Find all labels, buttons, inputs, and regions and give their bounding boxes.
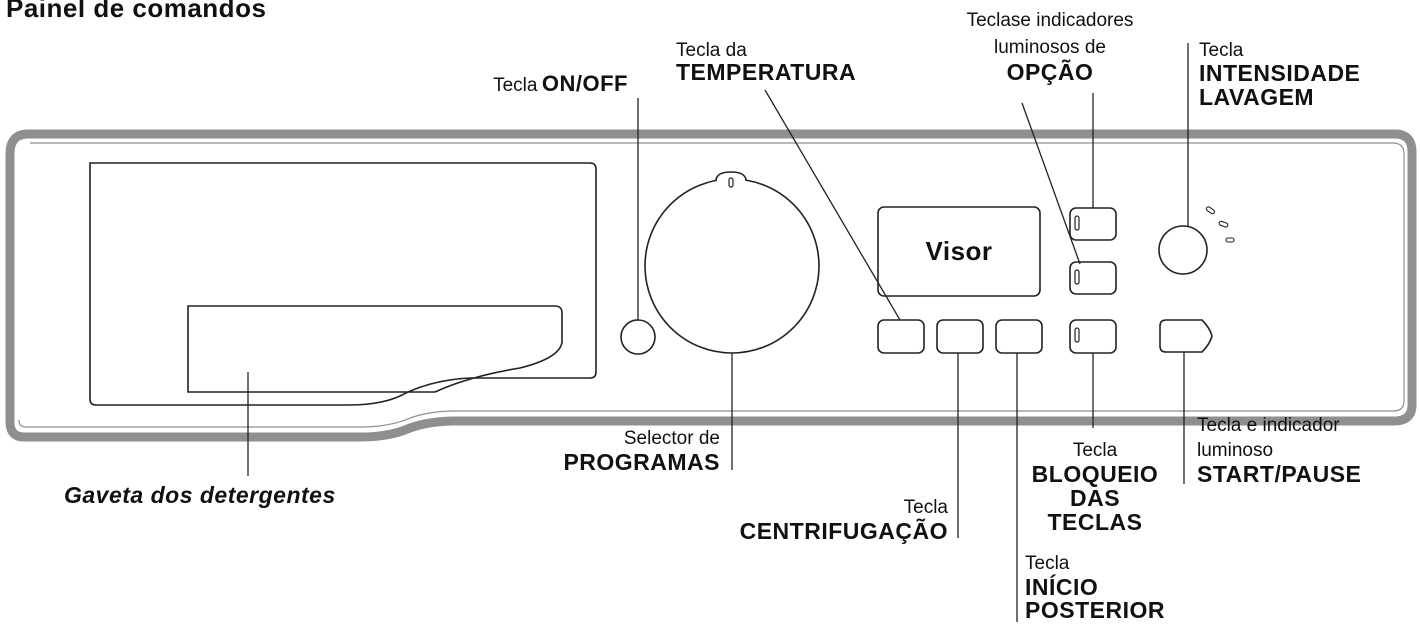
option-button-1 [1069,207,1117,241]
intensity-led-3 [1225,237,1235,243]
label-temperatura-bold: TEMPERATURA [676,59,857,85]
key-lock-button [1069,319,1117,354]
option-button-2 [1069,261,1117,295]
page-title: Painel de comandos [6,0,267,23]
label-intensidade-light: Tecla [1199,40,1244,61]
label-temperatura-light: Tecla da [676,40,747,61]
label-opcao-bold: OPÇÃO [1006,59,1094,85]
label-bloqueio-bold-2: DAS [1069,485,1121,511]
knob-marker [728,177,734,188]
intensity-knob [1158,225,1208,275]
label-selector-light: Selector de [623,428,720,449]
intensity-led-1 [1205,206,1216,215]
detergent-drawer [89,162,597,406]
label-intensidade-bold-1: INTENSIDADE [1199,60,1361,86]
option-led-2 [1074,269,1080,285]
label-start-light-2: luminoso [1197,440,1274,461]
temperature-button [877,319,925,354]
detergent-drawer-handle [187,305,563,393]
label-bloqueio-light: Tecla [1072,440,1118,461]
option-led-1 [1074,215,1080,231]
label-opcao-light-1: Teclase indicadores [966,10,1134,31]
label-opcao-light-2: luminosos de [994,37,1106,58]
leader-temperatura [764,89,901,321]
label-on-off-bold: ON/OFF [541,71,628,96]
label-start-light-1: Tecla e indicador [1197,415,1340,436]
label-centrifugacao-light: Tecla [903,497,948,518]
on-off-button [620,319,656,355]
label-on-off: Tecla ON/OFF [400,72,628,97]
program-selector-knob [644,178,820,354]
spin-button [936,319,984,354]
knob-notch [715,171,747,182]
delay-start-button [995,319,1043,354]
label-gaveta: Gaveta dos detergentes [64,482,336,508]
key-lock-led [1074,327,1080,343]
label-start-bold: START/PAUSE [1197,461,1362,487]
label-centrifugacao-bold: CENTRIFUGAÇÃO [739,518,948,544]
panel-outline [5,129,1417,442]
label-bloqueio-bold-1: BLOQUEIO [1031,461,1159,487]
intensity-led-2 [1218,220,1229,228]
label-inicio-bold-2: POSTERIOR [1025,597,1165,623]
label-inicio-light: Tecla [1025,553,1070,574]
display-label: Visor [925,236,993,266]
display-screen [877,206,1041,297]
label-inicio-bold-1: INÍCIO [1025,574,1099,600]
panel-inner-line [18,142,1405,428]
label-intensidade-bold-2: LAVAGEM [1199,84,1315,110]
label-on-off-light: Tecla [493,75,538,96]
label-selector-bold: PROGRAMAS [563,449,720,475]
label-bloqueio-bold-3: TECLAS [1047,509,1143,535]
leader-opcao-2 [1021,102,1081,265]
leader-lines [247,43,1189,622]
start-pause-button [1159,319,1213,353]
